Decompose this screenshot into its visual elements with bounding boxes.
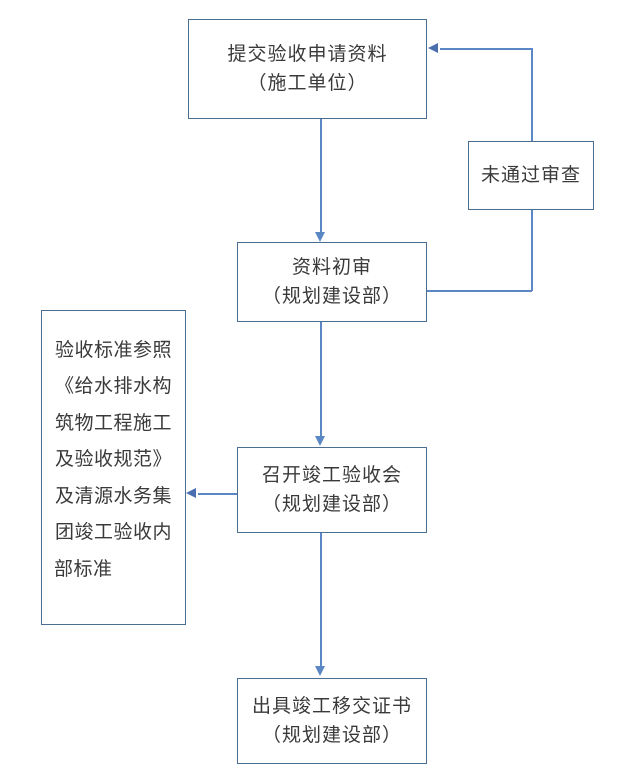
edge-review-to-rejected-vertical [531,209,533,291]
node-issue-handover-certificate[interactable]: 出具竣工移交证书 （规划建设部） [237,678,427,764]
edge-rejected-to-submit-vertical [531,48,533,142]
node-acceptance-standards-note-line-4: 及验收规范》 [54,448,172,471]
node-acceptance-standards-note-line-6: 团竣工验收内 [54,521,172,544]
node-acceptance-standards-note-line-5: 及清源水务集 [54,484,172,507]
edge-meeting-to-note-arrowhead [186,488,196,498]
edge-submit-to-review-stem [320,119,322,234]
node-initial-document-review-line-1: 资料初审 [291,255,372,278]
node-issue-handover-certificate-line-2: （规划建设部） [261,724,402,746]
node-hold-acceptance-meeting[interactable]: 召开竣工验收会 （规划建设部） [237,447,427,533]
node-review-rejected-line-1: 未通过审查 [480,163,581,186]
edge-meeting-to-certificate-stem [320,533,322,668]
node-acceptance-standards-note-line-1: 验收标准参照 [54,339,172,361]
edge-meeting-to-certificate-arrowhead [315,666,325,676]
node-acceptance-standards-note-line-2: 《给水排水构 [54,375,172,398]
node-initial-document-review-line-2: （规划建设部） [261,285,402,307]
edge-submit-to-review-arrowhead [315,232,325,242]
node-issue-handover-certificate-line-1: 出具竣工移交证书 [251,694,412,717]
edge-rejected-to-submit-arrowhead [428,43,438,53]
node-acceptance-standards-note[interactable]: 验收标准参照 《给水排水构 筑物工程施工 及验收规范》 及清源水务集 团竣工验收… [41,310,186,625]
node-submit-application-line-1: 提交验收申请资料 [227,42,388,65]
node-hold-acceptance-meeting-line-1: 召开竣工验收会 [261,463,402,486]
node-hold-acceptance-meeting-line-2: （规划建设部） [261,493,402,515]
node-submit-application-line-2: （施工单位） [247,72,368,94]
edge-meeting-to-note-stem [198,493,238,495]
edge-review-to-meeting-arrowhead [315,436,325,446]
edge-rejected-to-submit-horizontal [440,48,532,50]
node-acceptance-standards-note-line-7: 部标准 [54,557,113,580]
node-submit-application[interactable]: 提交验收申请资料 （施工单位） [188,19,427,119]
edge-review-to-rejected-horizontal [426,290,532,292]
node-review-rejected[interactable]: 未通过审查 [468,141,594,210]
edge-review-to-meeting-stem [320,322,322,437]
node-initial-document-review[interactable]: 资料初审 （规划建设部） [237,242,427,322]
node-acceptance-standards-note-line-3: 筑物工程施工 [54,411,172,434]
